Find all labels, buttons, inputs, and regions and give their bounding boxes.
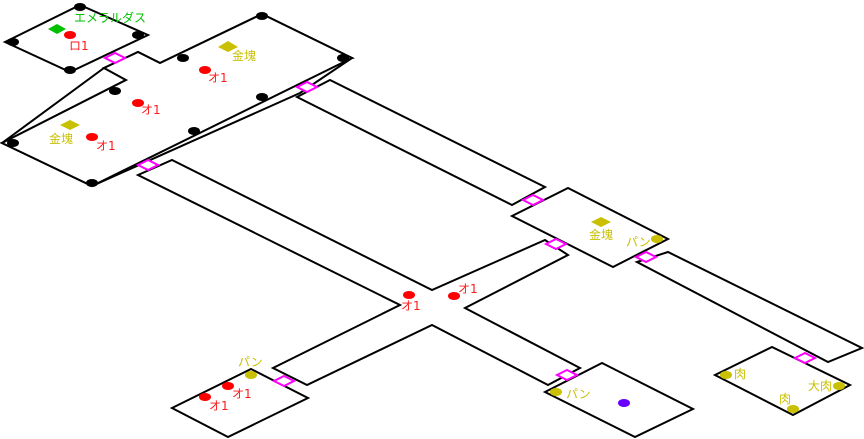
doors (102, 51, 818, 388)
food-label: 肉 (779, 392, 792, 406)
room-gold (509, 186, 671, 269)
corridor-upper (294, 78, 548, 207)
special-marker (618, 399, 630, 407)
gold-label: 金塊 (49, 132, 74, 146)
gold-icon (60, 120, 80, 130)
room-main-fill (0, 12, 355, 188)
enemy-label: オ1 (458, 282, 478, 296)
enemy-label: オ1 (96, 139, 116, 153)
gold-icon (218, 41, 238, 52)
enemy-label: ロ1 (69, 39, 89, 53)
room-bottom-left (169, 367, 311, 439)
food-label: 大肉 (808, 379, 833, 393)
room-bottom-mid (542, 361, 696, 439)
emerald-icon (48, 24, 66, 34)
enemy-label: オ1 (209, 399, 229, 413)
food-label: 肉 (734, 367, 747, 381)
emerald-label: エメラルダス (74, 11, 147, 25)
enemy-label: オ1 (208, 71, 228, 85)
enemy-label: オ1 (401, 299, 421, 313)
cross-corridor (135, 158, 583, 387)
room-emerald (2, 3, 151, 74)
gold-label: 金塊 (589, 228, 614, 242)
room-meat (712, 345, 853, 417)
corridor-lower-right (634, 250, 864, 364)
food-label: パン (566, 387, 591, 401)
gold-label: 金塊 (232, 49, 257, 63)
enemy-markers (64, 31, 460, 401)
food-label: パン (626, 235, 651, 249)
enemy-label: オ1 (141, 103, 161, 117)
pillars (7, 3, 349, 187)
enemy-label: オ1 (232, 387, 252, 401)
gold-icon (591, 217, 611, 227)
food-markers (245, 235, 845, 413)
food-label: パン (238, 355, 263, 369)
